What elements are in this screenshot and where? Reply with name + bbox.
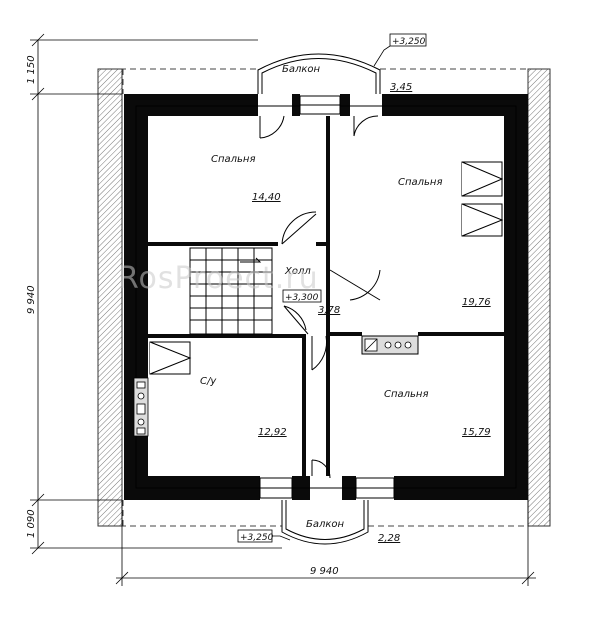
balcony-top-area: 3,45 [390,82,412,93]
floor-level: +3,300 [285,293,319,303]
balcony-top [257,53,381,94]
room-area-bedroom-se: 15,79 [462,427,491,438]
inner-wall-outline [135,105,517,489]
dimension-line-bottom [115,500,536,586]
room-label-bedroom-ne: Спальня [398,177,443,188]
watermark: RosProect.ru [118,261,319,296]
level-marker-top: +3,250 [373,33,427,67]
dimension-left-top: 1 150 [26,55,37,84]
windows [259,95,395,499]
balcony-bottom-area: 2,28 [378,533,400,544]
roof-edge-left [97,68,123,527]
dimension-line-left [30,33,282,555]
balcony-bottom [281,500,369,545]
balcony-top-label: Балкон [282,64,321,75]
floor-level-marker: +3,300 [282,289,322,303]
room-label-bathroom: С/у [200,376,217,387]
roof-overhang-outline [100,68,548,527]
balcony-bottom-label: Балкон [306,519,345,530]
doors [259,115,381,479]
bathroom-fixtures [133,377,149,437]
roof-edge-right [527,68,551,527]
room-label-bedroom-nw: Спальня [211,154,256,165]
dimension-left-bottom: 1 090 [26,509,37,538]
room-label-bedroom-se: Спальня [384,389,429,400]
counter-unit [361,335,419,355]
room-area-bathroom: 12,92 [258,427,287,438]
balcony-bottom-level: +3,250 [240,533,274,543]
room-label-hall: Холл [284,266,311,277]
staircase [189,247,273,335]
room-area-bedroom-nw: 14,40 [252,192,281,203]
built-in-units [149,161,504,375]
room-area-hall: 3,78 [318,305,340,316]
dimension-left-mid: 9 940 [26,285,37,314]
room-area-bedroom-ne: 19,76 [462,297,491,308]
dimension-bottom: 9 940 [310,566,339,577]
interior-walls [148,116,504,476]
level-marker-bottom: +3,250 [237,529,291,543]
balcony-top-level: +3,250 [392,37,426,47]
